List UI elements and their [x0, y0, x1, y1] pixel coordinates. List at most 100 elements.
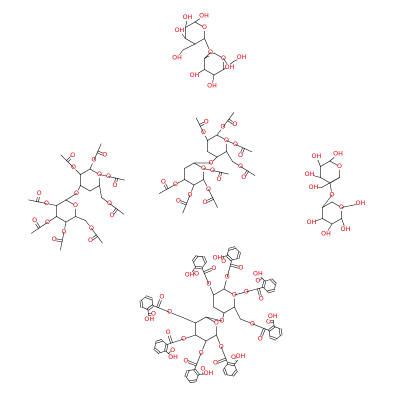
bond [159, 350, 166, 354]
label-knockout [207, 82, 217, 90]
carbonyl-oxygen-label: O [203, 199, 208, 206]
carboxyl-hydroxyl-label: OH [168, 354, 178, 361]
bond [236, 251, 239, 259]
bond [194, 364, 197, 370]
label-knockout [259, 295, 264, 303]
label-knockout [166, 329, 171, 336]
bond [182, 43, 196, 51]
label-knockout [321, 230, 331, 238]
bond [230, 259, 232, 266]
bond [189, 379, 197, 381]
bond [194, 38, 205, 45]
carbonyl-oxygen-label: O [113, 182, 118, 189]
ring-oxygen-label: O [73, 202, 78, 209]
label-knockout [36, 190, 42, 198]
bond [264, 328, 270, 331]
bond [267, 290, 275, 294]
bond [65, 216, 76, 223]
label-knockout [341, 226, 350, 233]
bond [37, 201, 47, 204]
bond [320, 177, 331, 184]
label-knockout [52, 236, 57, 243]
bond [235, 144, 244, 149]
bond [157, 307, 170, 313]
hydroxyl-label: OH [356, 200, 366, 207]
bond [155, 339, 162, 342]
label-knockout [88, 237, 93, 244]
label-knockout [190, 72, 199, 79]
bond [155, 340, 163, 344]
carbonyl-oxygen-label: O [211, 265, 216, 272]
carbonyl-oxygen-label: O [37, 190, 42, 197]
bond [139, 300, 142, 308]
bond [185, 38, 196, 45]
bond [278, 328, 281, 336]
bond [146, 304, 153, 310]
bond [228, 248, 236, 251]
label-knockout [225, 64, 234, 71]
bond [193, 179, 204, 186]
hydroxyl-label: OH [307, 219, 317, 226]
bond [60, 154, 68, 162]
bond [269, 326, 276, 332]
hydroxyl-label: OH [312, 153, 322, 160]
bond [234, 306, 241, 320]
label-knockout [253, 270, 263, 278]
bond [141, 300, 144, 308]
bond [91, 228, 98, 236]
bond [233, 370, 238, 377]
ring-oxygen-label: O [337, 163, 342, 170]
bond [193, 369, 199, 376]
label-knockout [202, 24, 207, 31]
bond [341, 205, 352, 208]
ring-oxygen-label: O [202, 24, 207, 31]
label-knockout [202, 199, 208, 206]
bond [145, 297, 152, 301]
bond [158, 188, 168, 194]
label-knockout [231, 354, 236, 361]
label-knockout [161, 178, 166, 186]
bond [227, 254, 233, 260]
label-knockout [204, 118, 209, 126]
bond [240, 166, 249, 172]
bond [109, 203, 118, 210]
carbonyl-oxygen-label: O [266, 319, 271, 326]
label-knockout [176, 197, 181, 205]
carbonyl-oxygen-label: O [255, 278, 260, 285]
bond [234, 247, 240, 253]
bond [321, 177, 340, 188]
hydroxyl-label: OH [237, 54, 247, 61]
bond [220, 172, 230, 175]
hydroxyl-label: OH [199, 13, 209, 20]
bond [99, 185, 102, 198]
carbonyl-oxygen-label: O [241, 174, 246, 181]
carboxyl-hydroxyl-label: OH [213, 255, 223, 262]
label-knockout [172, 54, 182, 62]
bond [96, 235, 103, 244]
bond [207, 151, 218, 158]
carboxyl-hydroxyl-label: OH [185, 272, 195, 279]
label-knockout [307, 219, 316, 226]
label-knockout [213, 359, 218, 367]
bond [227, 362, 235, 364]
bond [273, 326, 281, 330]
carbonyl-oxygen-label: O [259, 296, 264, 303]
label-knockout [266, 318, 271, 326]
label-knockout [216, 176, 222, 183]
label-knockout [151, 310, 156, 318]
label-knockout [204, 369, 213, 377]
bond [185, 21, 196, 28]
hydroxyl-label: OH [207, 83, 217, 90]
bond [322, 218, 333, 225]
label-knockout [32, 217, 37, 225]
bond [184, 369, 188, 377]
carbonyl-oxygen-label: O [221, 258, 226, 265]
bond [263, 281, 267, 288]
bond [227, 364, 235, 366]
bond [223, 306, 235, 314]
bond [195, 368, 200, 375]
bond [116, 208, 125, 215]
bond [151, 298, 154, 306]
label-knockout [102, 151, 107, 159]
carbonyl-oxygen-label: O [70, 152, 75, 159]
